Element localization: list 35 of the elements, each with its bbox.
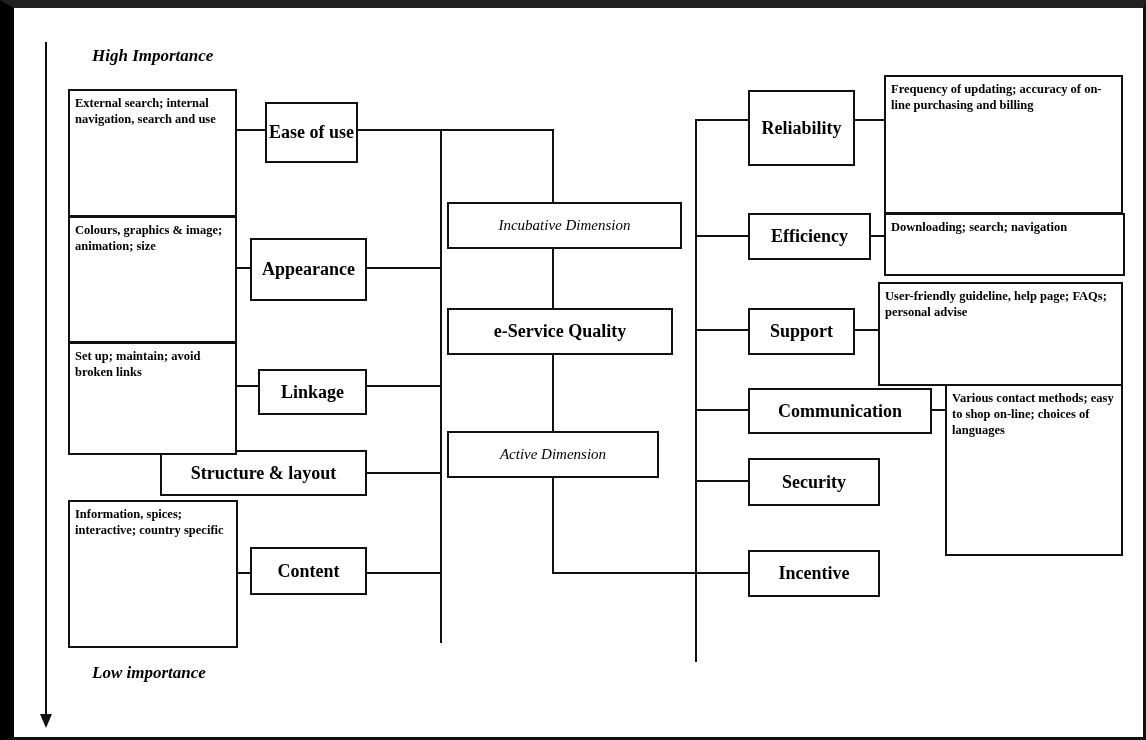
factor-box: Structure & layout bbox=[160, 450, 367, 496]
description-box: Information, spices; interactive; country specific bbox=[68, 500, 238, 648]
description-box: External search; internal navigation, search and use bbox=[68, 89, 237, 217]
connector-line bbox=[870, 235, 885, 237]
connector-line bbox=[552, 248, 554, 309]
factor-box: Linkage bbox=[258, 369, 367, 415]
factor-box: Appearance bbox=[250, 238, 367, 301]
factor-box: Content bbox=[250, 547, 367, 595]
connector-line bbox=[931, 409, 946, 411]
connector-line bbox=[236, 267, 251, 269]
connector-line bbox=[552, 354, 554, 432]
factor-box: Support bbox=[748, 308, 855, 355]
description-box: Downloading; search; navigation bbox=[884, 213, 1125, 276]
description-box: User-friendly guideline, help page; FAQs; personal advise bbox=[878, 282, 1123, 386]
connector-line bbox=[236, 129, 266, 131]
axis-label: Low importance bbox=[92, 663, 206, 683]
description-box: Colours, graphics & image; animation; size bbox=[68, 216, 237, 343]
dimension-box: Active Dimension bbox=[447, 431, 659, 478]
connector-line bbox=[237, 572, 251, 574]
description-box: Set up; maintain; avoid broken links bbox=[68, 342, 237, 455]
connector-line bbox=[366, 129, 554, 644]
dimension-box: Incubative Dimension bbox=[447, 202, 682, 249]
connector-line bbox=[854, 119, 885, 121]
core-concept-box: e-Service Quality bbox=[447, 308, 673, 355]
factor-box: Communication bbox=[748, 388, 932, 434]
factor-box: Incentive bbox=[748, 550, 880, 597]
factor-box: Security bbox=[748, 458, 880, 506]
factor-box: Reliability bbox=[748, 90, 855, 166]
description-box: Frequency of updating; accuracy of on-line purchasing and billing bbox=[884, 75, 1123, 214]
factor-box: Ease of use bbox=[265, 102, 358, 163]
connector-line bbox=[236, 385, 259, 387]
description-box: Various contact methods; easy to shop on-line; choices of languages bbox=[945, 384, 1123, 556]
axis-label: High Importance bbox=[92, 46, 214, 66]
connector-line bbox=[854, 329, 879, 331]
factor-box: Efficiency bbox=[748, 213, 871, 260]
